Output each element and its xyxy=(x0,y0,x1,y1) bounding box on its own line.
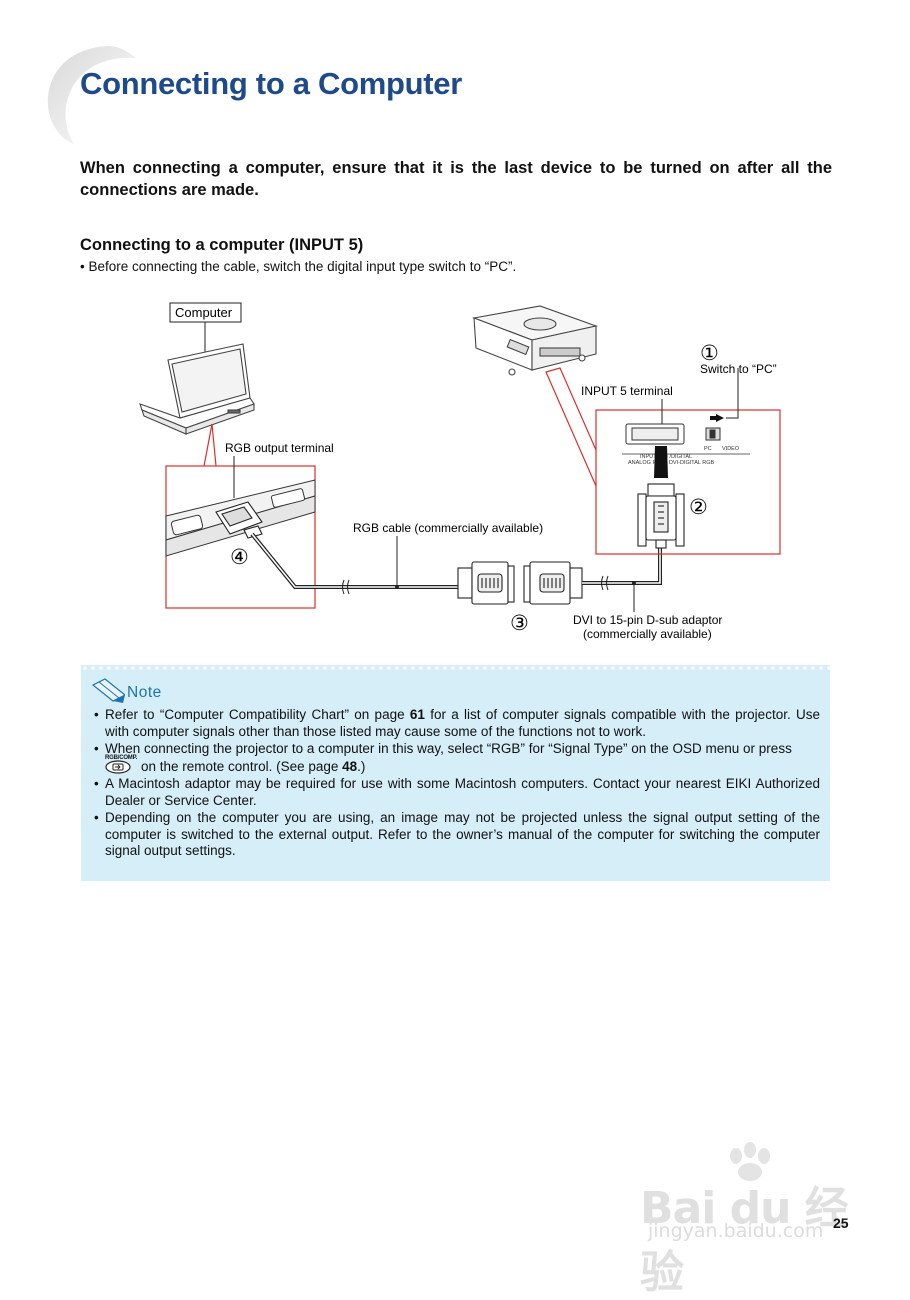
step1-label: Switch to “PC” xyxy=(700,362,777,376)
note-box: Note Refer to “Computer Compatibility Ch… xyxy=(81,665,830,881)
page-number: 25 xyxy=(833,1215,849,1231)
vga-plug-computer xyxy=(215,501,263,539)
note-label: Note xyxy=(127,684,162,701)
watermark-logo: Bai du 经验 xyxy=(640,1183,849,1298)
instruction-text: • Before connecting the cable, switch th… xyxy=(80,259,517,274)
step3-marker: ③ xyxy=(510,612,529,635)
section-heading: Connecting to a computer (INPUT 5) xyxy=(80,236,364,254)
input5-label: INPUT 5 terminal xyxy=(581,384,673,398)
cable-break-mark-right xyxy=(601,575,609,591)
note-list: Refer to “Computer Compatibility Chart” … xyxy=(93,707,820,861)
computer-label: Computer xyxy=(175,305,233,320)
rgb-comp-button-icon: RGB/COMP. xyxy=(105,755,137,774)
note-item: A Macintosh adaptor may be required for … xyxy=(93,776,820,809)
svg-text:PC: PC xyxy=(704,446,712,452)
step2-marker: ② xyxy=(689,496,708,519)
insert-arrow-icon xyxy=(654,446,668,478)
note-dotted-border xyxy=(81,665,830,671)
input5-callout xyxy=(545,367,781,555)
svg-text:VIDEO: VIDEO xyxy=(722,446,740,452)
step4-marker: ④ xyxy=(230,546,249,569)
panel-text: PC VIDEO INPUT 5 ⓓ /DIGITAL ANALOG RGB /… xyxy=(628,446,740,466)
adaptor-label-line2: (commercially available) xyxy=(583,627,712,641)
page-title: Connecting to a Computer xyxy=(80,66,463,101)
switch-arrow-icon xyxy=(710,414,724,422)
rgb-cable-line xyxy=(250,532,458,589)
note-item: Refer to “Computer Compatibility Chart” … xyxy=(93,707,820,740)
projector-illustration xyxy=(471,305,598,376)
watermark-url: jingyan.baidu.com xyxy=(648,1220,824,1242)
dvi-adaptor-plug xyxy=(637,483,685,549)
rgb-output-label: RGB output terminal xyxy=(225,441,334,455)
rgb-cable-label: RGB cable (commercially available) xyxy=(353,521,543,535)
note-item: Depending on the computer you are using,… xyxy=(93,810,820,860)
projector-terminal-panel xyxy=(625,423,721,445)
intro-paragraph: When connecting a computer, ensure that … xyxy=(80,159,832,199)
dsub-connector-pair xyxy=(457,561,583,605)
baidu-watermark: Bai du 经验 jingyan.baidu.com xyxy=(640,1140,870,1298)
cable-break-mark-left xyxy=(342,579,350,595)
adaptor-cable-line xyxy=(582,548,662,585)
adaptor-label-line1: DVI to 15-pin D-sub adaptor xyxy=(573,613,722,627)
step1-marker: ① xyxy=(700,342,719,365)
svg-text:ANALOG RGB / DVI-DIGITAL RGB: ANALOG RGB / DVI-DIGITAL RGB xyxy=(628,460,715,466)
title-swoosh-decoration xyxy=(47,46,137,144)
switch-leader xyxy=(726,368,739,419)
connection-diagram: Computer RGB output terminal RGB cable (… xyxy=(139,302,781,641)
paw-icon xyxy=(730,1142,770,1181)
note-pencil-icon xyxy=(91,678,125,703)
note-item: When connecting the projector to a compu… xyxy=(93,741,820,775)
laptop-illustration xyxy=(139,343,255,435)
